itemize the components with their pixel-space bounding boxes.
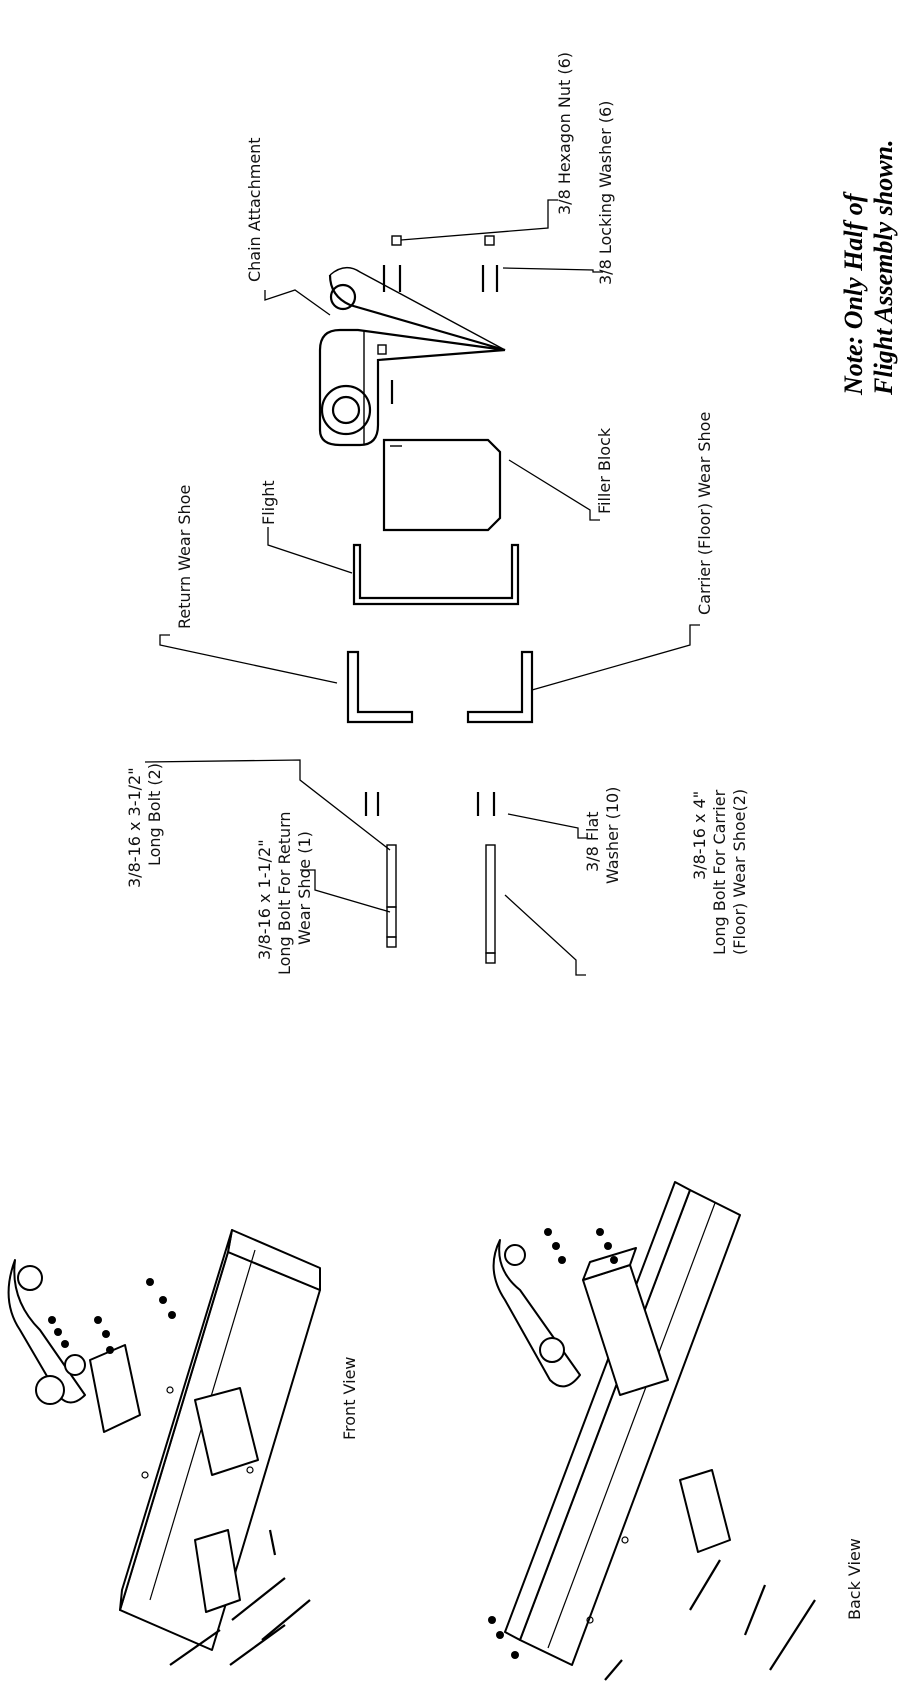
- label-return-bolt-b: Long Bolt For Return: [275, 811, 294, 975]
- assembly-note: Note: Only Half of Flight Assembly shown…: [839, 140, 898, 397]
- return-wear-shoe: [346, 650, 414, 724]
- label-return-bolt-c: Wear Shoe (1): [295, 831, 314, 945]
- part-labels: 3/8 Hexagon Nut (6) 3/8 Locking Washer (…: [125, 52, 749, 975]
- label-chain-attachment: Chain Attachment: [245, 137, 264, 282]
- label-flight: Flight: [259, 480, 278, 525]
- label-filler-block: Filler Block: [595, 427, 614, 514]
- label-carrier-bolt-a: 3/8-16 x 4": [690, 791, 709, 880]
- note-line-2: Flight Assembly shown.: [869, 140, 898, 397]
- label-return-wear-shoe: Return Wear Shoe: [175, 485, 194, 629]
- back-view-illustration: [488, 1181, 816, 1681]
- label-flat-washer-b: Washer (10): [603, 787, 622, 884]
- front-view-label: Front View: [340, 1356, 359, 1440]
- back-view-label: Back View: [845, 1538, 864, 1620]
- label-locking-washer: 3/8 Locking Washer (6): [596, 101, 615, 285]
- front-view-illustration: [7, 1229, 321, 1666]
- note-line-1: Note: Only Half of: [839, 191, 868, 396]
- flight-channel: [352, 543, 520, 606]
- flat-washers: [364, 792, 496, 816]
- label-long-bolt-3-5-a: 3/8-16 x 3-1/2": [125, 767, 144, 888]
- chain-attachment: [318, 267, 506, 447]
- bolts: [386, 844, 496, 964]
- label-carrier-bolt-b: Long Bolt For Carrier: [710, 789, 729, 955]
- label-hex-nut: 3/8 Hexagon Nut (6): [555, 52, 574, 215]
- label-flat-washer-a: 3/8 Flat: [583, 811, 602, 872]
- label-long-bolt-3-5-b: Long Bolt (2): [145, 763, 164, 866]
- locking-washers: [382, 265, 499, 292]
- filler-block: [382, 438, 502, 532]
- carrier-wear-shoe: [466, 650, 534, 724]
- label-carrier-wear-shoe: Carrier (Floor) Wear Shoe: [695, 412, 714, 615]
- label-carrier-bolt-c: (Floor) Wear Shoe(2): [730, 789, 749, 955]
- label-return-bolt-a: 3/8-16 x 1-1/2": [255, 839, 274, 960]
- leader-lines: [144, 199, 700, 976]
- hexagon-nuts: [391, 235, 495, 246]
